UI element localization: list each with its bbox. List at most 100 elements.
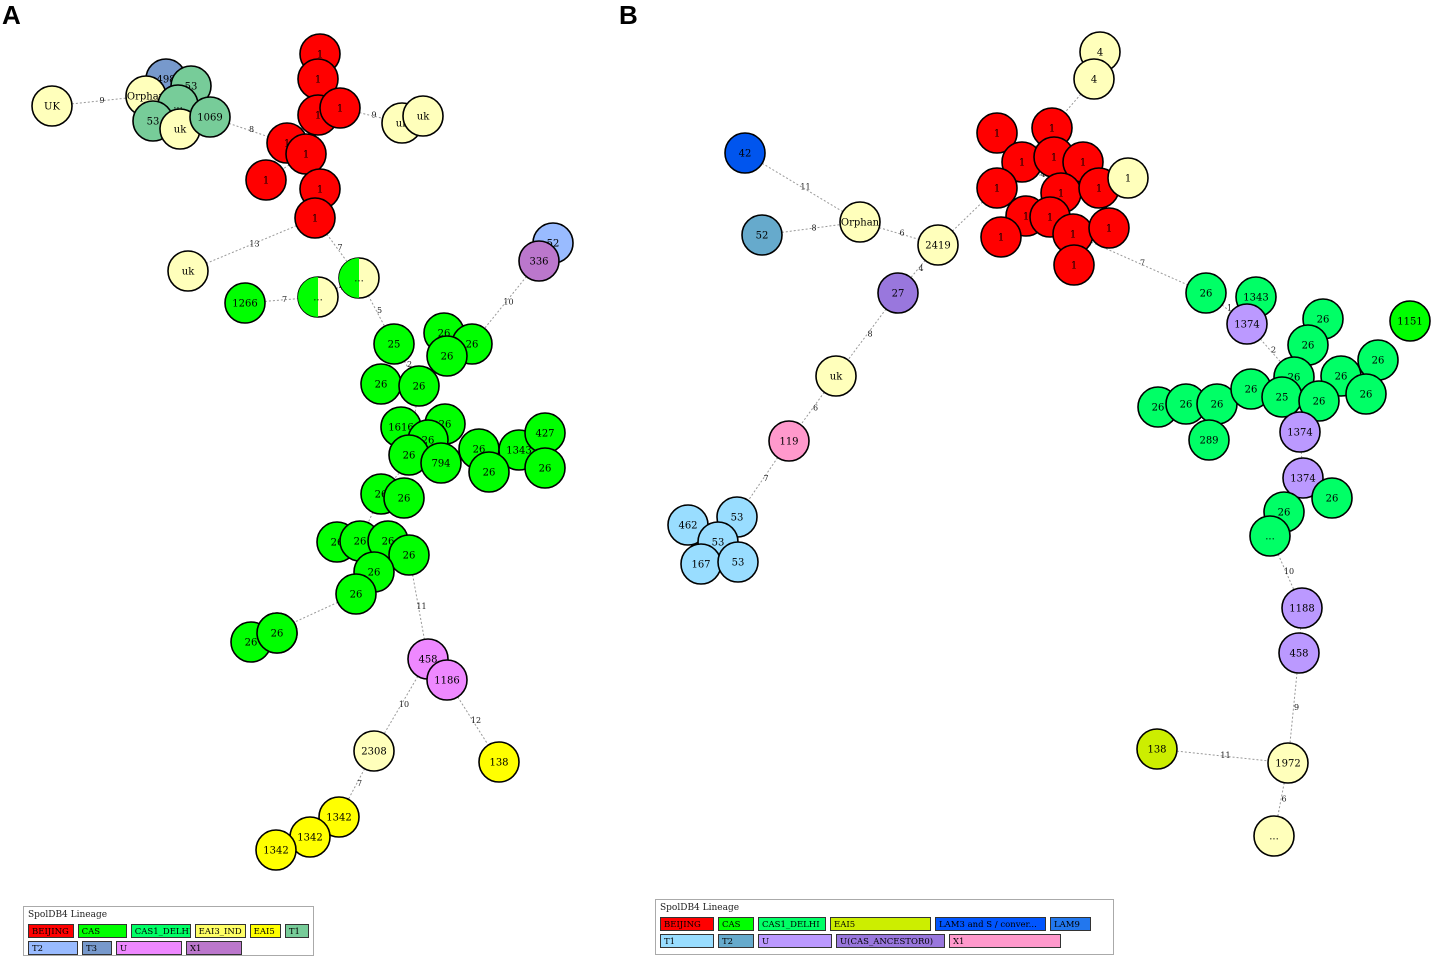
node-a_b4[interactable]: 1 <box>319 87 361 129</box>
node-a_2308[interactable]: 2308 <box>353 730 395 772</box>
node-a_26v[interactable]: 26 <box>256 612 298 654</box>
node-b_1188[interactable]: 1188 <box>1281 587 1323 629</box>
node-a_26m[interactable]: 26 <box>383 477 425 519</box>
node-label: 1616 <box>388 423 413 434</box>
node-a_794[interactable]: 794 <box>420 442 462 484</box>
node-label: 1188 <box>1289 604 1314 615</box>
node-label: 53 <box>732 558 745 569</box>
node-a_26e[interactable]: 26 <box>398 365 440 407</box>
legend-item: U(CAS_ANCESTOR0) <box>836 934 945 948</box>
node-b_r14[interactable]: 1 <box>1053 244 1095 286</box>
node-label: 26 <box>1200 289 1213 300</box>
legend-item: X1 <box>186 941 242 955</box>
node-b_y1[interactable]: 1 <box>1107 157 1149 199</box>
node-a_336[interactable]: 336 <box>518 240 560 282</box>
node-b_dots[interactable]: ... <box>1249 515 1291 557</box>
node-a_427[interactable]: 427 <box>524 412 566 454</box>
node-b_r13[interactable]: 1 <box>1088 207 1130 249</box>
node-circle <box>388 534 430 576</box>
node-label: ... <box>313 293 323 304</box>
node-b_1374c[interactable]: 1374 <box>1282 457 1324 499</box>
node-a_138[interactable]: 138 <box>478 741 520 783</box>
node-label: 26 <box>271 629 284 640</box>
node-b_2419[interactable]: 2419 <box>917 224 959 266</box>
node-label: 1 <box>1047 213 1053 224</box>
node-label: 289 <box>1199 436 1218 447</box>
node-circle <box>383 477 425 519</box>
node-circle <box>518 240 560 282</box>
node-circle <box>256 612 298 654</box>
node-a_26k[interactable]: 26 <box>524 447 566 489</box>
node-b_119[interactable]: 119 <box>768 420 810 462</box>
node-label: 1 <box>1106 224 1112 235</box>
node-b_r1[interactable]: 1 <box>976 112 1018 154</box>
node-b_1151[interactable]: 1151 <box>1389 300 1431 342</box>
legend-item: BEIJING <box>660 917 714 931</box>
node-a_mix1[interactable]: ... <box>297 276 339 318</box>
node-a_1342b[interactable]: 1342 <box>289 816 331 858</box>
node-a_b2[interactable]: 1 <box>297 58 339 100</box>
node-b_dots2[interactable]: ... <box>1253 815 1295 857</box>
node-b_4b[interactable]: 4 <box>1073 58 1115 100</box>
node-circle <box>255 829 297 871</box>
node-label: 26 <box>439 420 452 431</box>
node-a_1186[interactable]: 1186 <box>426 659 468 701</box>
node-a_26s[interactable]: 26 <box>335 573 377 615</box>
edge-weight-label: 10 <box>1284 567 1294 576</box>
node-b_r4[interactable]: 1 <box>976 167 1018 209</box>
node-b_1972[interactable]: 1972 <box>1267 742 1309 784</box>
node-a_26q[interactable]: 26 <box>388 534 430 576</box>
node-label: 26 <box>1278 508 1291 519</box>
node-a_uk1[interactable]: UK <box>31 85 73 127</box>
node-a_b6[interactable]: 1 <box>285 133 327 175</box>
node-b_26l[interactable]: 26 <box>1298 380 1340 422</box>
node-a_1069[interactable]: 1069 <box>189 96 231 138</box>
node-b_1374a[interactable]: 1374 <box>1226 303 1268 345</box>
node-a_1342c[interactable]: 1342 <box>255 829 297 871</box>
node-a_uk5[interactable]: uk <box>167 250 209 292</box>
node-circle <box>402 95 444 137</box>
node-a_1342a[interactable]: 1342 <box>318 796 360 838</box>
node-a_b9[interactable]: 1 <box>294 197 336 239</box>
node-label: 794 <box>431 459 450 470</box>
node-b_26a[interactable]: 26 <box>1185 272 1227 314</box>
node-label: 1342 <box>297 833 322 844</box>
node-label: 1 <box>994 129 1000 140</box>
node-label: 26 <box>403 551 416 562</box>
node-circle <box>976 112 1018 154</box>
node-b_138[interactable]: 138 <box>1136 728 1178 770</box>
node-b_53c[interactable]: 53 <box>717 541 759 583</box>
node-b_167[interactable]: 167 <box>680 543 722 585</box>
node-b_458[interactable]: 458 <box>1278 632 1320 674</box>
node-a_25[interactable]: 25 <box>373 323 415 365</box>
node-circle <box>1298 380 1340 422</box>
node-b_uk[interactable]: uk <box>815 355 857 397</box>
node-a_1266[interactable]: 1266 <box>224 282 266 324</box>
node-label: 1 <box>998 233 1004 244</box>
node-b_26h[interactable]: 26 <box>1345 373 1387 415</box>
edge-weight-label: 12 <box>471 716 481 725</box>
legend-item: LAM9 <box>1050 917 1091 931</box>
node-circle <box>1136 728 1178 770</box>
node-circle <box>815 355 857 397</box>
node-a_b7[interactable]: 1 <box>245 159 287 201</box>
node-circle <box>1279 411 1321 453</box>
node-circle <box>524 447 566 489</box>
node-b_1374b[interactable]: 1374 <box>1279 411 1321 453</box>
node-b_25[interactable]: 25 <box>1261 376 1303 418</box>
node-circle <box>839 201 881 243</box>
node-b_26m[interactable]: 26 <box>1311 477 1353 519</box>
node-b_42[interactable]: 42 <box>724 132 766 174</box>
node-a_mix2[interactable]: ... <box>338 257 380 299</box>
node-a_uk4[interactable]: uk <box>402 95 444 137</box>
node-b_r11[interactable]: 1 <box>980 216 1022 258</box>
node-label: 26 <box>1326 494 1339 505</box>
edge-weight-label: 1 <box>1227 304 1232 313</box>
node-b_orph[interactable]: Orphan <box>839 201 881 243</box>
node-b_52[interactable]: 52 <box>741 214 783 256</box>
node-b_289[interactable]: 289 <box>1188 419 1230 461</box>
node-a_26j[interactable]: 26 <box>468 451 510 493</box>
node-a_26d[interactable]: 26 <box>360 363 402 405</box>
node-b_27[interactable]: 27 <box>877 272 919 314</box>
node-a_26c[interactable]: 26 <box>426 335 468 377</box>
